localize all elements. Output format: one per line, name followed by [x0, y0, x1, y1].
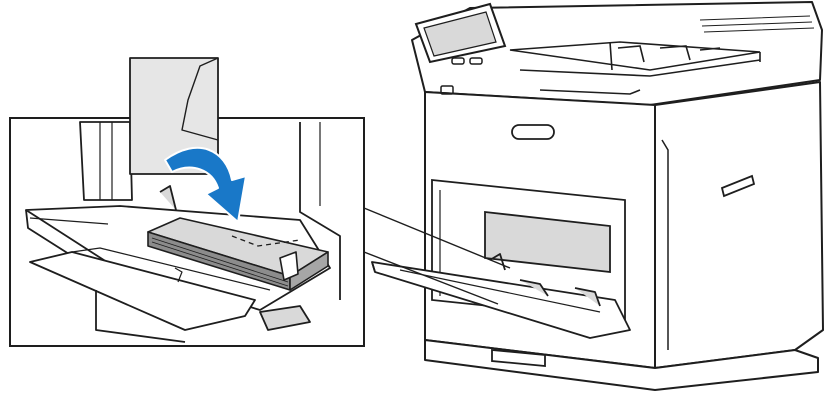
side-door-handle	[720, 174, 756, 198]
output-tray	[509, 15, 815, 95]
bypass-tray-icon	[371, 253, 631, 339]
curved-arrow-icon	[164, 146, 247, 223]
power-button	[440, 85, 454, 95]
callout-tray-interior	[25, 121, 341, 343]
control-panel-display	[414, 2, 507, 64]
envelope-stack	[147, 217, 329, 291]
control-panel-buttons	[451, 57, 483, 65]
side-door-seam	[661, 139, 669, 350]
front-door-handle	[511, 124, 555, 140]
paper-tray-handle	[491, 349, 546, 367]
zoom-callout-lines	[363, 207, 511, 305]
